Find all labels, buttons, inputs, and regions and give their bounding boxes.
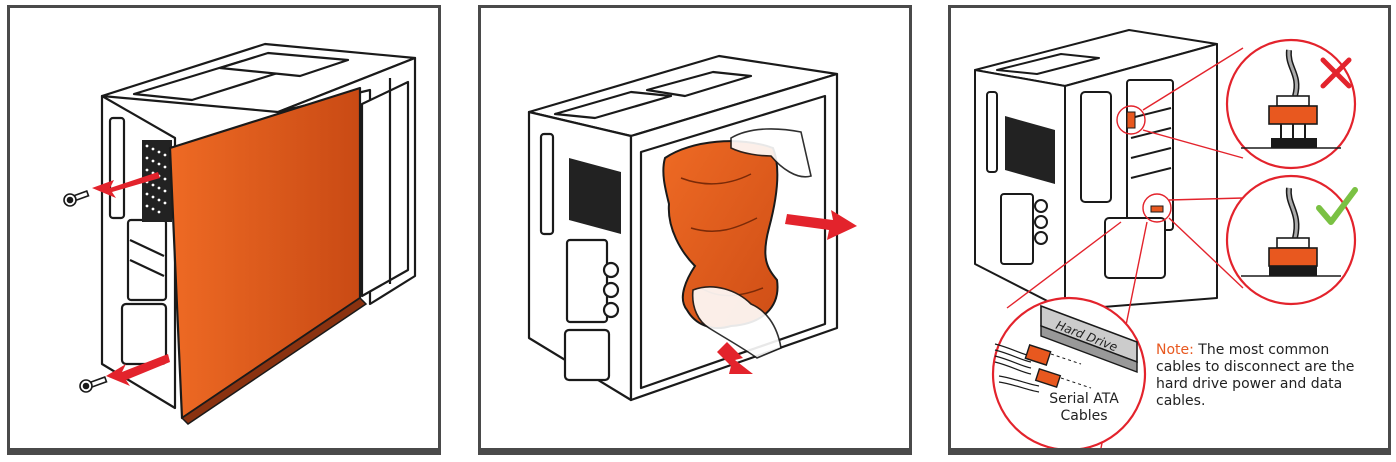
hand-icon [691,286,782,359]
zoom-hard-drive [991,296,1147,452]
case-foam-illustration [527,54,857,402]
zoom-wrong-connection [1225,38,1357,170]
case-side-panel-illustration [63,42,417,425]
sata-cables-label: Serial ATA Cables [1039,391,1129,425]
note-text: Note: The most common cables to disconne… [1156,342,1356,410]
front-vent [1005,116,1055,184]
note-prefix: Note: [1156,342,1194,358]
screw-icon [79,376,108,393]
panel-remove-side-panel [7,5,441,455]
front-vent [569,158,621,234]
panel-bottom-bar [948,448,1391,455]
screw-icon [63,190,90,207]
note-body: The most common cables to disconnect are… [1156,342,1355,409]
arrow-icon [92,172,170,386]
panel-bottom-bar [478,448,912,455]
cable-diagram-illustration [974,29,1358,452]
arrow-icon [717,210,857,374]
sata-label-line1: Serial ATA [1049,391,1119,407]
cross-icon [1320,57,1352,89]
panel-remove-packing-foam [478,5,912,455]
check-icon [1316,187,1358,225]
hand-icon [730,128,812,178]
pc-case [100,42,417,410]
panel-bottom-bar [7,448,441,455]
zoom-correct-connection [1225,174,1357,306]
sata-label-line2: Cables [1060,408,1108,424]
panel-disconnect-cables: Hard Drive Serial ATA Cables Note: The m… [948,5,1391,455]
